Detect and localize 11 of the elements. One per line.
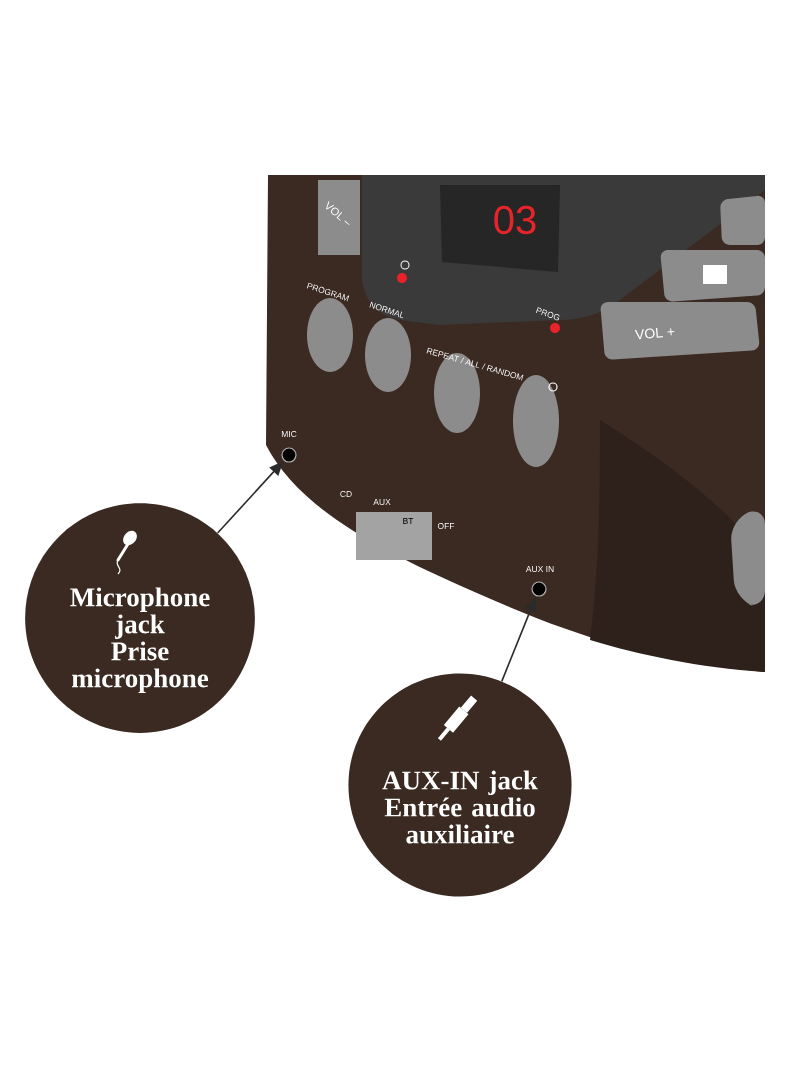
jack-socket bbox=[531, 581, 547, 597]
printed-label: BT bbox=[403, 518, 414, 524]
printed-label: VOL + bbox=[634, 327, 675, 340]
printed-label: MIC bbox=[281, 431, 297, 437]
printed-label: AUX bbox=[373, 499, 391, 505]
printed-label: CD bbox=[340, 491, 352, 497]
display-digits: 03 bbox=[494, 205, 536, 235]
jack-socket bbox=[281, 447, 297, 463]
printed-label: OFF bbox=[437, 523, 455, 529]
printed-label: AUX IN bbox=[525, 566, 554, 572]
printed-label: PROG bbox=[535, 307, 560, 321]
